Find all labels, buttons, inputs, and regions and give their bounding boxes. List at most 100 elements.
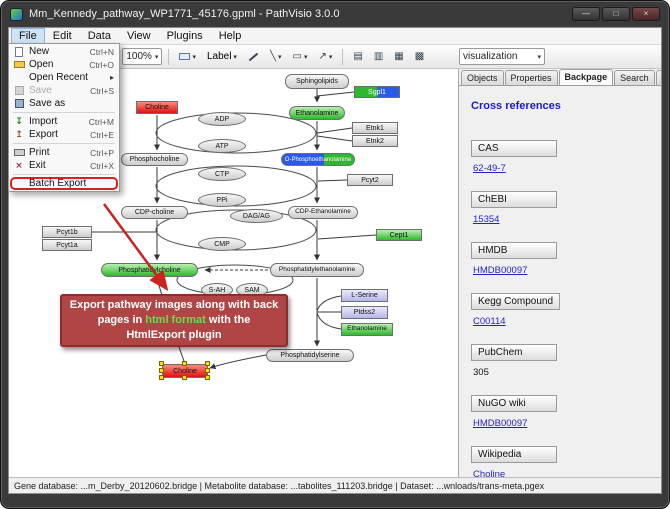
xref-link[interactable]: C00114 [473,316,506,327]
file-menu-item-save-as[interactable]: Save as [10,97,118,110]
xref-header: NuGO wiki [471,395,557,412]
selection-handle[interactable] [182,375,187,380]
shape-tool-button[interactable]: ▭▾ [288,48,311,66]
menu-item-shortcut: Ctrl+O [89,59,114,70]
tab-objects[interactable]: Objects [461,70,504,85]
annotation-highlight: html format [145,314,206,327]
exit-icon: × [15,160,23,171]
menu-file[interactable]: File [11,28,45,44]
xref-link[interactable]: Choline [473,469,506,477]
node-choline-top[interactable]: Choline [136,101,178,114]
node-etnk2[interactable]: Etnk2 [352,135,398,147]
print-icon [12,149,26,156]
tab-legend[interactable]: Legend [655,70,661,85]
title-bar[interactable]: Mm_Kennedy_pathway_WP1771_45176.gpml - P… [1,1,669,27]
node-etnk1[interactable]: Etnk1 [352,122,398,134]
node-cept1[interactable]: Cept1 [376,229,422,241]
menu-view[interactable]: View [126,30,151,42]
node-ppi[interactable]: PPi [198,193,246,207]
new-icon [12,46,26,57]
node-ptdss2[interactable]: Ptdss2 [341,306,388,319]
window-controls: — □ × [572,7,660,21]
menu-data[interactable]: Data [87,30,111,42]
align-center-button[interactable]: ▥ [370,48,387,66]
tab-backpage[interactable]: Backpage [558,69,614,85]
selection-handle[interactable] [205,368,210,373]
menu-help[interactable]: Help [218,30,242,42]
node-phosphatidylserine[interactable]: Phosphatidylserine [266,349,354,362]
node-phosphatidylethanolamine[interactable]: Phosphatidylethanolamine [270,263,364,277]
tab-properties[interactable]: Properties [504,70,558,85]
connector-tool-button[interactable]: ↗▾ [314,48,336,66]
pencil-tool-button[interactable] [244,48,263,66]
selection-handle[interactable] [182,361,187,366]
selection-handle[interactable] [205,361,210,366]
node-ctp[interactable]: CTP [198,167,246,181]
node-pcyt1b[interactable]: Pcyt1b [42,226,92,238]
maximize-button[interactable]: □ [602,7,630,21]
status-text: Gene database: ...m_Derby_20120602.bridg… [14,480,545,491]
selection-handle[interactable] [159,361,164,366]
menu-item-shortcut: Ctrl+M [88,116,114,127]
distribute-vertical-button[interactable]: ▩ [411,48,428,66]
tab-search[interactable]: Search [614,70,655,85]
chevron-down-icon: ▾ [537,52,541,61]
pathway-canvas[interactable]: Export pathway images along with back pa… [9,69,459,477]
visualization-value: visualization [463,51,518,62]
node-o-phosphoethanolamine[interactable]: O-Phosphoethanolamine [281,153,355,166]
align-left-button[interactable]: ▤ [349,48,366,66]
node-l-serine[interactable]: L-Serine [341,289,388,302]
gene-product-tool-button[interactable]: ▾ [175,48,200,66]
node-dag[interactable]: DAG/AG [230,209,283,223]
menu-item-label: Exit [29,160,46,171]
file-menu-item-open-recent[interactable]: Open Recent▸ [10,71,118,84]
node-adp[interactable]: ADP [198,112,246,126]
node-pcyt2[interactable]: Pcyt2 [347,174,393,186]
node-pcyt1a[interactable]: Pcyt1a [42,239,92,251]
node-sphingolipids[interactable]: Sphingolipids [285,74,349,89]
node-cmp[interactable]: CMP [198,237,246,251]
menu-item-label: Save as [29,98,66,109]
selection-handle[interactable] [159,375,164,380]
distribute-horizontal-button[interactable]: ▦ [390,48,407,66]
menu-plugins[interactable]: Plugins [166,30,203,42]
zoom-select[interactable]: 100%▾ [122,48,163,65]
node-sgpl1[interactable]: Sgpl1 [354,86,400,98]
chevron-down-icon: ▾ [233,52,237,61]
selection-handle[interactable] [205,375,210,380]
side-panel: ObjectsPropertiesBackpageSearchLegend Cr… [459,69,661,477]
xref-link[interactable]: HMDB00097 [473,265,528,276]
xref-link[interactable]: HMDB00097 [473,418,528,429]
visualization-select[interactable]: visualization ▾ [459,48,545,65]
node-ethanolamine[interactable]: Ethanolamine [289,106,345,120]
file-menu-item-batch-export[interactable]: Batch Export [10,177,118,190]
node-phosphocholine[interactable]: Phosphocholine [121,153,188,166]
xref-link[interactable]: 62-49-7 [473,163,506,174]
minimize-button[interactable]: — [572,7,600,21]
node-cdp-ethanolamine[interactable]: CDP-Ethanolamine [288,206,358,219]
line-tool-button[interactable]: ╲▾ [266,48,286,66]
menu-edit[interactable]: Edit [52,30,72,42]
label-tool-button[interactable]: Label▾ [203,48,241,66]
close-button[interactable]: × [632,7,660,21]
node-ethanolamine-2[interactable]: Ethanolamine [341,323,393,336]
menu-separator [13,174,115,175]
node-cdp-choline[interactable]: CDP-choline [121,206,188,219]
node-atp[interactable]: ATP [198,139,246,153]
distribute-vertical-icon: ▩ [414,51,425,62]
window-title: Mm_Kennedy_pathway_WP1771_45176.gpml - P… [29,8,340,20]
xref-header: PubChem [471,344,557,361]
selection-handle[interactable] [159,368,164,373]
save-gray-icon [12,86,26,95]
xref-link[interactable]: 15354 [473,214,500,225]
node-phosphatidylcholine[interactable]: Phosphatidylcholine [101,263,198,277]
